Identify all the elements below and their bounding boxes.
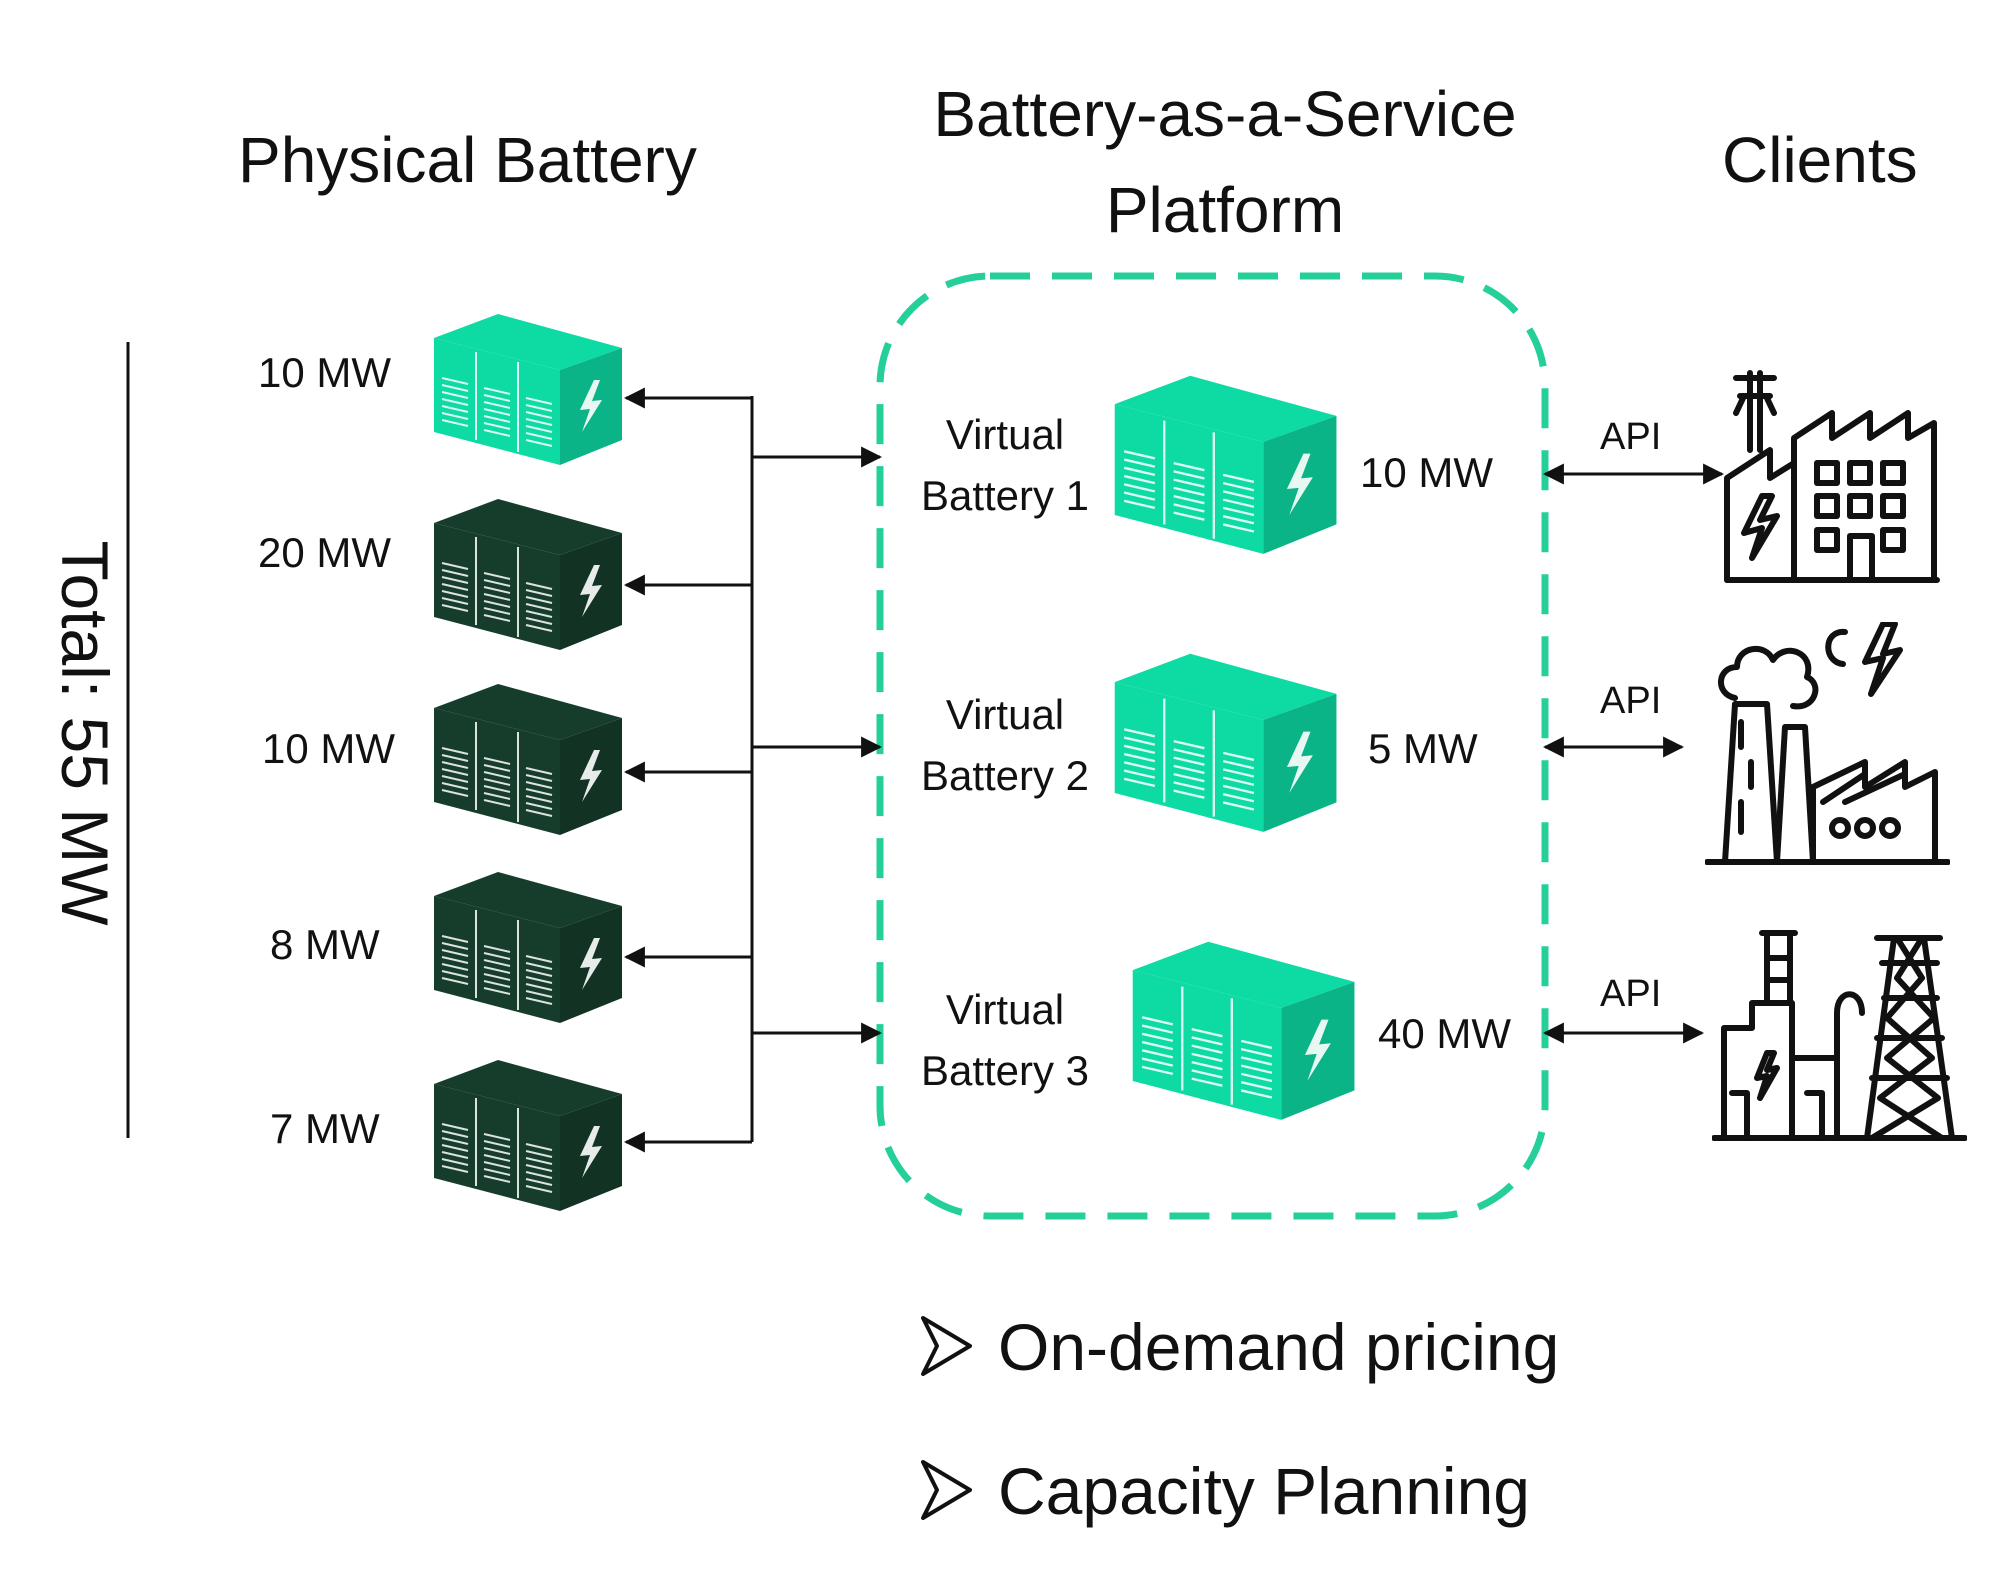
total-capacity-label: Total: 55 MW bbox=[48, 540, 122, 926]
bullet-capacity-planning: Capacity Planning bbox=[998, 1454, 1530, 1528]
physical-battery-capacity: 7 MW bbox=[270, 1105, 380, 1152]
platform-header-line2: Platform bbox=[1105, 174, 1345, 246]
battery-container-icon bbox=[434, 872, 622, 1023]
physical-battery-header: Physical Battery bbox=[238, 124, 697, 196]
api-label: API bbox=[1600, 416, 1662, 458]
virtual-battery-icon bbox=[1114, 375, 1337, 554]
battery-container-icon bbox=[434, 314, 622, 465]
factory-icon bbox=[1724, 370, 1940, 583]
battery-container-icon bbox=[434, 499, 622, 650]
bullet-on-demand-pricing: On-demand pricing bbox=[998, 1310, 1560, 1384]
physical-battery-capacity: 10 MW bbox=[262, 725, 396, 772]
api-label: API bbox=[1600, 680, 1662, 722]
physical-battery-capacity: 20 MW bbox=[258, 529, 392, 576]
battery-container-icon bbox=[434, 1060, 622, 1211]
bullet-arrow-icon bbox=[921, 1460, 972, 1520]
virtual-battery-icon bbox=[1114, 653, 1337, 832]
clients-header: Clients bbox=[1722, 124, 1918, 196]
battery-container-icon bbox=[434, 684, 622, 835]
virtual-battery-capacity: 40 MW bbox=[1378, 1010, 1512, 1057]
industrial-plant-icon bbox=[1705, 622, 1950, 865]
physical-battery-capacity: 10 MW bbox=[258, 349, 392, 396]
bullet-arrow-icon bbox=[921, 1316, 972, 1376]
power-plant-tower-icon bbox=[1712, 930, 1967, 1141]
physical-battery-capacity: 8 MW bbox=[270, 921, 380, 968]
api-label: API bbox=[1600, 973, 1662, 1015]
platform-header-line1: Battery-as-a-Service bbox=[933, 78, 1517, 150]
virtual-battery-capacity: 5 MW bbox=[1368, 725, 1478, 772]
virtual-battery-capacity: 10 MW bbox=[1360, 449, 1494, 496]
virtual-battery-icon bbox=[1132, 941, 1355, 1120]
